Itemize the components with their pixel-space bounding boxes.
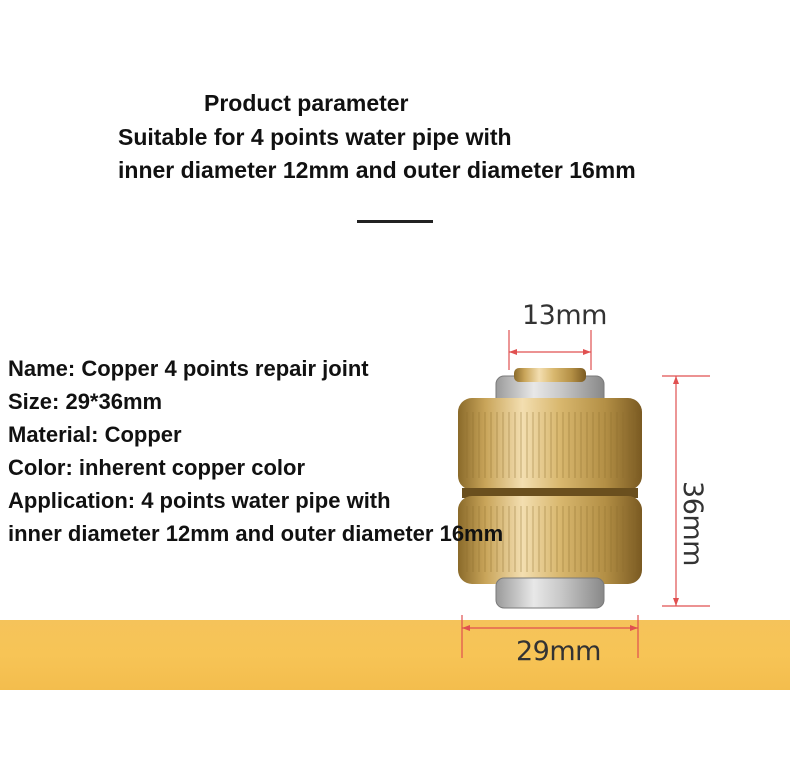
spec-size: Size: 29*36mm — [8, 389, 163, 414]
dimension-height: 36mm — [676, 481, 708, 566]
spec-color: Color: inherent copper color — [8, 455, 306, 480]
product-image — [458, 330, 710, 658]
divider — [357, 220, 433, 223]
spec-material: Material: Copper — [8, 422, 182, 447]
dimension-bottom-width: 29mm — [516, 636, 601, 667]
spec-application-cont: inner diameter 12mm and outer diameter 1… — [8, 521, 504, 546]
spec-name: Name: Copper 4 points repair joint — [8, 356, 369, 381]
header-title: Product parameter — [204, 90, 409, 116]
suitable-line-2: inner diameter 12mm and outer diameter 1… — [118, 157, 636, 183]
suitable-line-1: Suitable for 4 points water pipe with — [118, 124, 512, 150]
yellow-band — [0, 620, 790, 690]
dimension-top-width: 13mm — [522, 300, 607, 331]
spec-application: Application: 4 points water pipe with — [8, 488, 391, 513]
